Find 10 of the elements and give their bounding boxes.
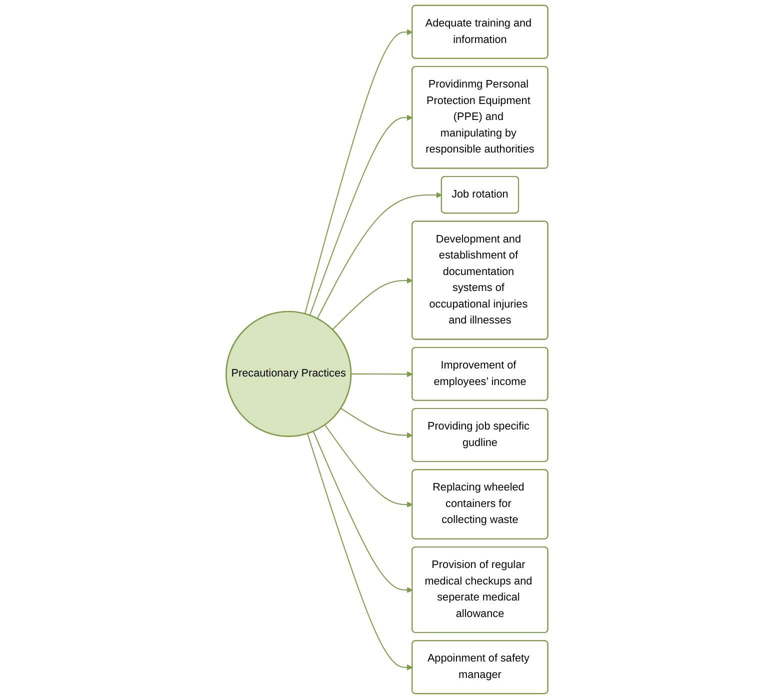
arrow	[316, 192, 442, 319]
node-circle: Precautionary Practices	[226, 310, 352, 438]
arrow	[324, 424, 413, 508]
arrow	[332, 278, 413, 330]
arrow	[306, 433, 413, 670]
arrow	[351, 371, 413, 378]
arrow	[312, 431, 413, 593]
arrow	[340, 408, 413, 438]
arrow	[304, 29, 413, 314]
arrow	[309, 114, 413, 316]
